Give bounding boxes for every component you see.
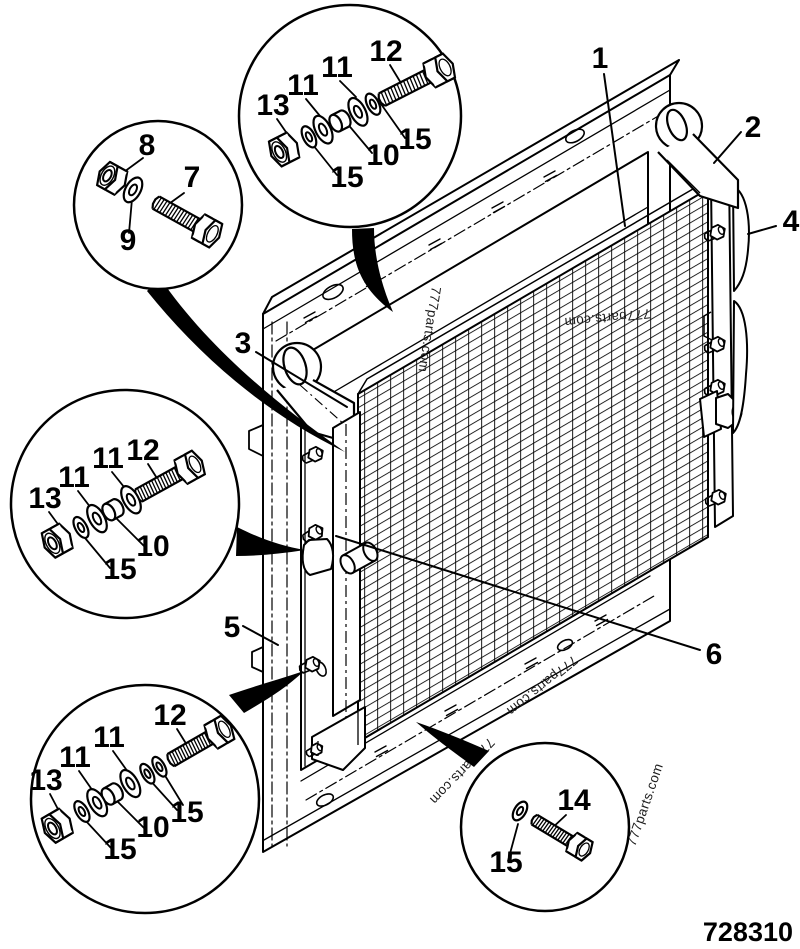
swoosh-a bbox=[147, 278, 345, 452]
callout-12: 12 bbox=[153, 699, 186, 732]
callout-15: 15 bbox=[398, 123, 431, 156]
callout-15: 15 bbox=[170, 796, 203, 829]
frame-hole bbox=[565, 128, 585, 144]
callout-8: 8 bbox=[139, 129, 156, 162]
callout-12: 12 bbox=[369, 35, 402, 68]
callout-14: 14 bbox=[557, 784, 591, 817]
callout-15: 15 bbox=[103, 553, 136, 586]
channel-notch bbox=[703, 311, 713, 341]
callout-10: 10 bbox=[136, 530, 169, 563]
side-plate-4 bbox=[732, 185, 750, 434]
callout-11: 11 bbox=[59, 741, 91, 774]
frame-centerline-bottom bbox=[305, 595, 655, 801]
balloon-connectors bbox=[147, 228, 489, 767]
mounting-bracket-2 bbox=[654, 101, 740, 210]
leader-1 bbox=[603, 73, 626, 227]
callout-10: 10 bbox=[136, 811, 169, 844]
balloon-leaders bbox=[48, 64, 567, 862]
watermark: 777parts.com bbox=[624, 761, 666, 848]
frame-top-ridge bbox=[262, 89, 671, 330]
callout-5: 5 bbox=[224, 611, 241, 644]
swoosh-e bbox=[416, 722, 489, 767]
swoosh-c bbox=[236, 527, 305, 556]
callout-4: 4 bbox=[783, 205, 800, 238]
callout-13: 13 bbox=[29, 764, 62, 797]
callout-2: 2 bbox=[745, 111, 762, 144]
leader-lines bbox=[242, 73, 777, 651]
frame-top-face bbox=[262, 59, 680, 315]
frame-hole bbox=[322, 283, 344, 301]
callout-9: 9 bbox=[120, 224, 137, 257]
swoosh-b bbox=[352, 228, 393, 312]
callout-13: 13 bbox=[28, 482, 61, 515]
leader-4 bbox=[747, 225, 777, 235]
drawing-number: 728310 bbox=[703, 917, 793, 947]
callout-10: 10 bbox=[366, 139, 399, 172]
callout-3: 3 bbox=[235, 327, 252, 360]
port-fitting bbox=[699, 390, 743, 438]
swoosh-d bbox=[229, 671, 304, 713]
frame-centerline-top bbox=[275, 114, 661, 342]
callout-15: 15 bbox=[103, 833, 136, 866]
watermark: 777parts.com bbox=[504, 653, 581, 719]
leader-2 bbox=[713, 131, 742, 164]
callout-7: 7 bbox=[184, 161, 201, 194]
callout-6: 6 bbox=[706, 638, 723, 671]
cooler-core bbox=[357, 174, 718, 744]
leader-3 bbox=[255, 351, 348, 408]
callout-15: 15 bbox=[330, 161, 363, 194]
bracket-hole bbox=[665, 108, 689, 142]
bolt-icon bbox=[299, 443, 327, 468]
frame-side-tabs bbox=[248, 424, 264, 673]
frame-hole bbox=[556, 638, 574, 652]
callout-15: 15 bbox=[489, 846, 522, 879]
callout-11: 11 bbox=[58, 461, 90, 494]
frame-window-back-edge bbox=[314, 206, 649, 404]
right-channel bbox=[699, 170, 743, 528]
callout-12: 12 bbox=[126, 434, 159, 467]
callout-11: 11 bbox=[92, 442, 124, 475]
leader-5 bbox=[242, 625, 279, 646]
callout-13: 13 bbox=[256, 89, 289, 122]
callout-1: 1 bbox=[592, 42, 609, 75]
frame-top-edge bbox=[262, 74, 671, 315]
frame-hole bbox=[315, 793, 335, 807]
channel-foot bbox=[311, 706, 366, 771]
leader-6 bbox=[335, 535, 701, 651]
callout-11: 11 bbox=[321, 51, 353, 84]
side-channel-5 bbox=[296, 411, 366, 771]
callout-11: 11 bbox=[287, 69, 319, 102]
callout-11: 11 bbox=[93, 721, 125, 754]
